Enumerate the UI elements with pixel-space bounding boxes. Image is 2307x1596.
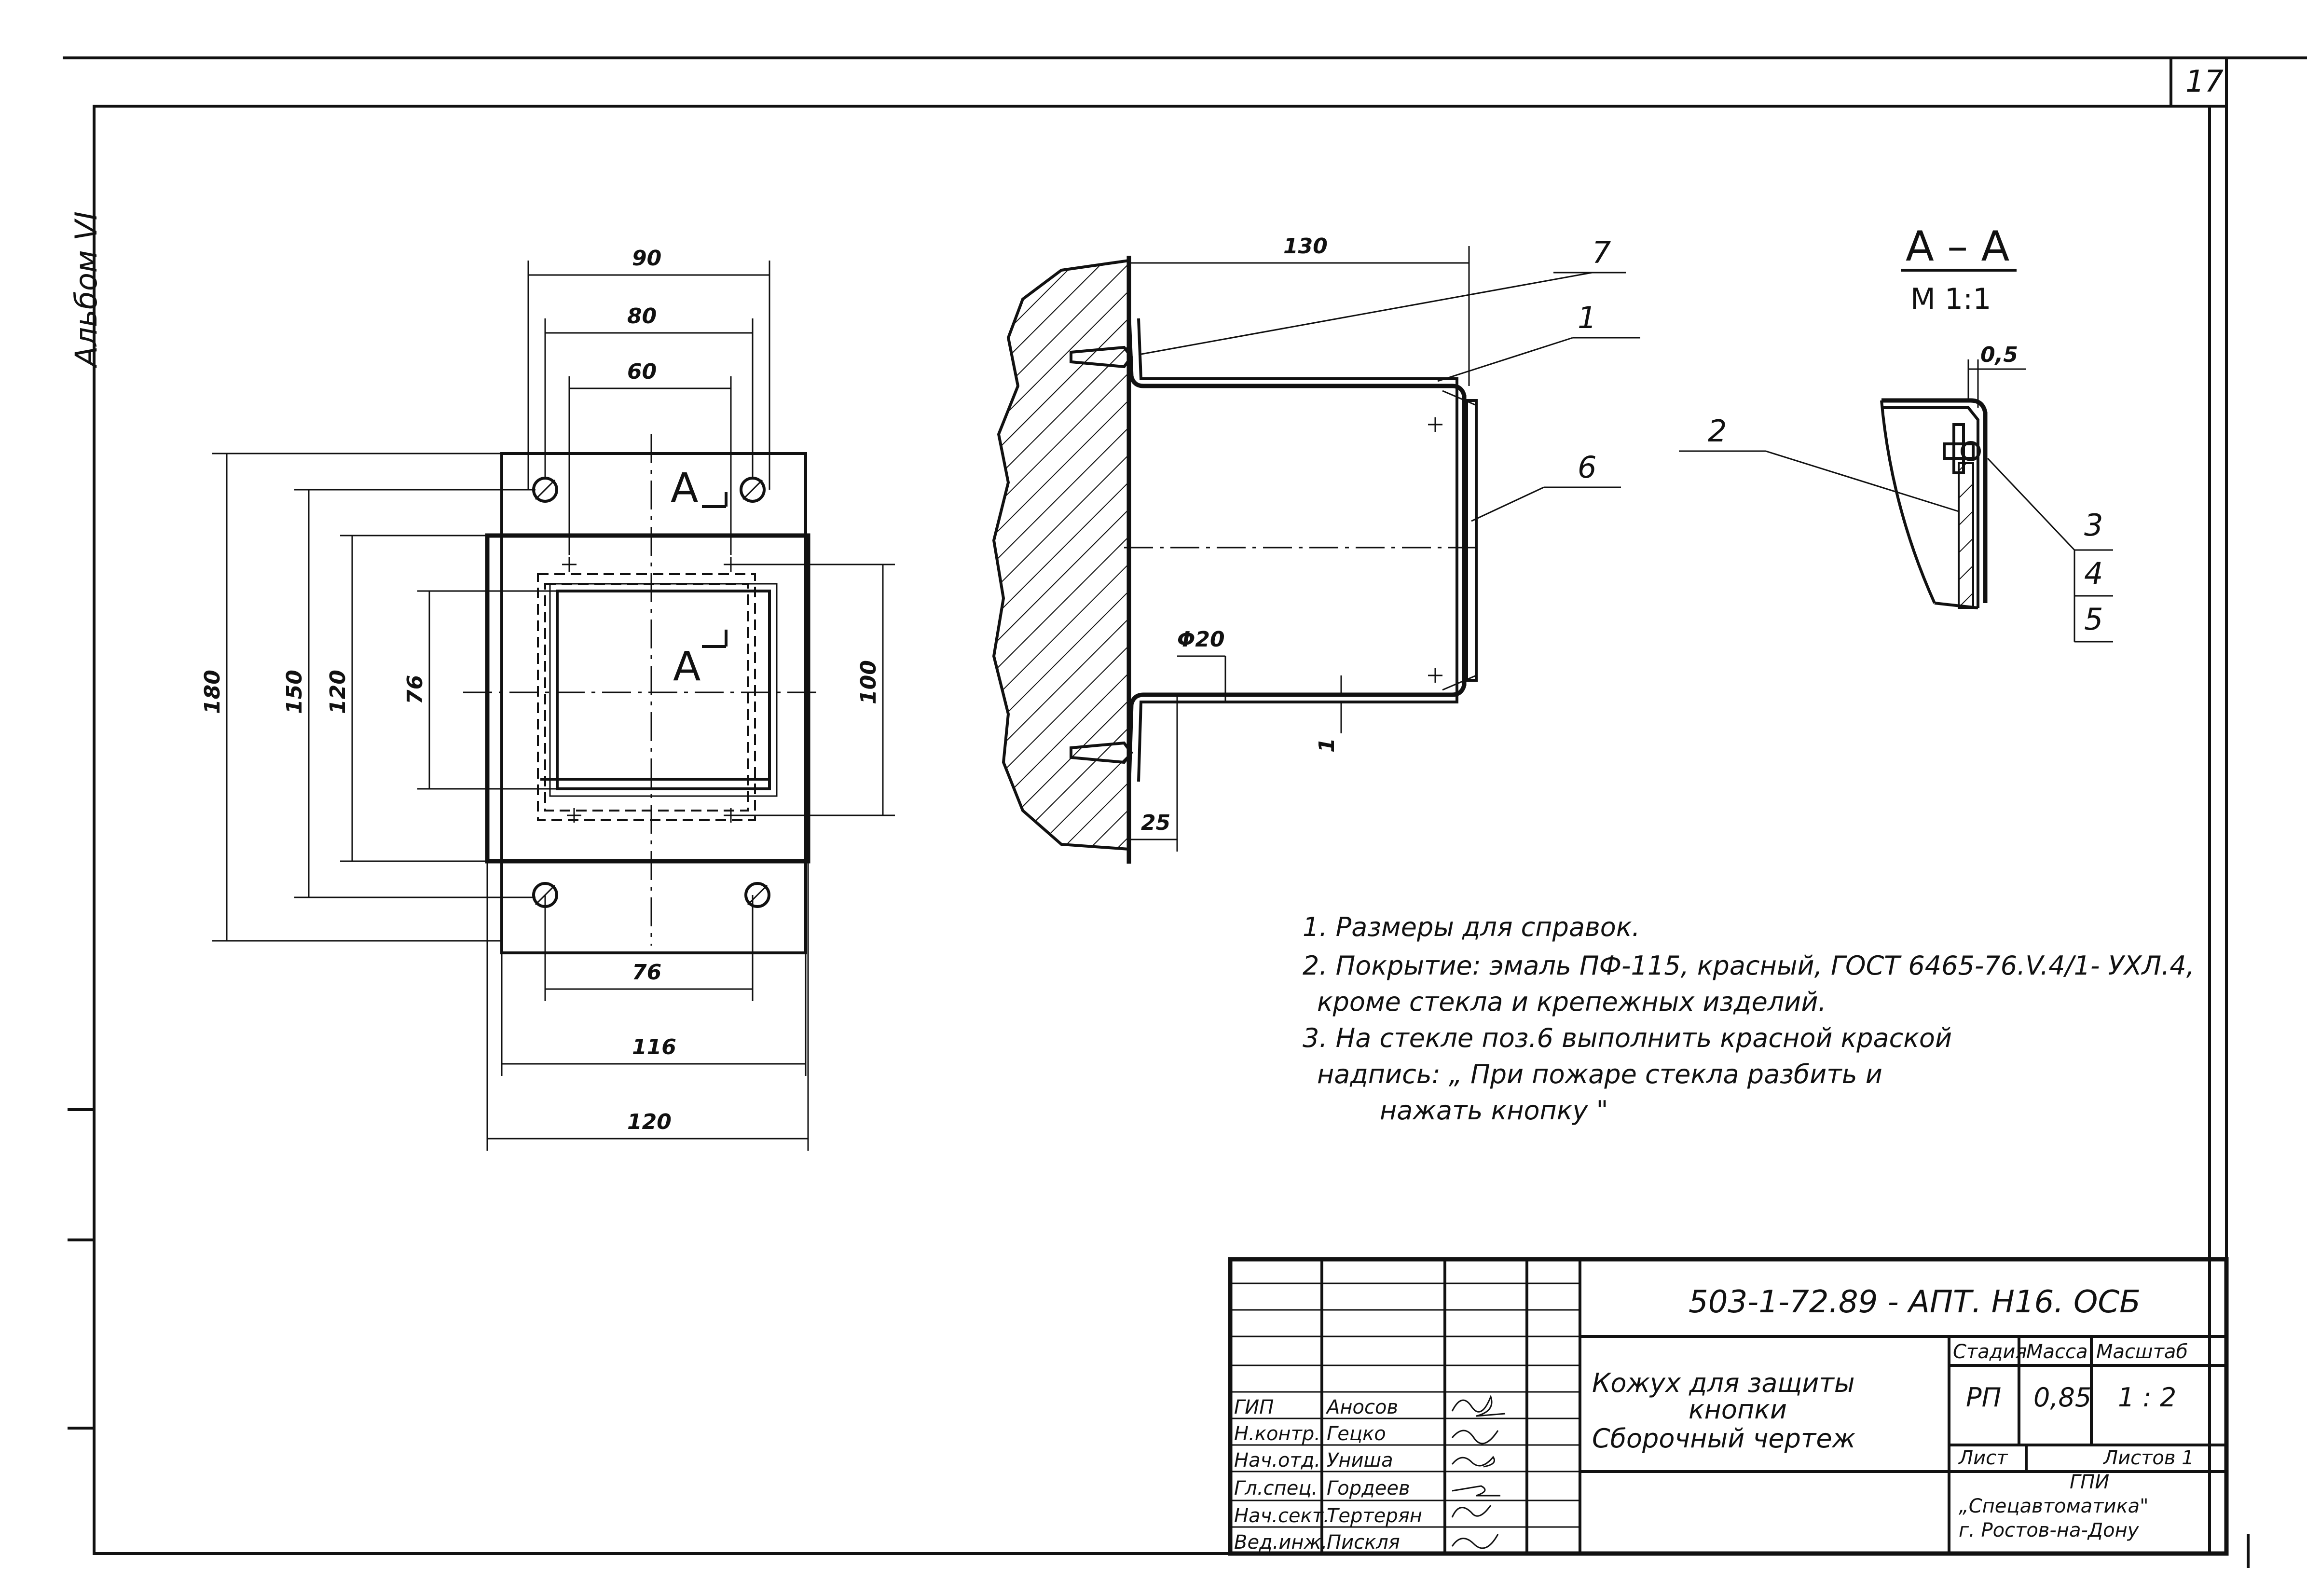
notes-block: 1. Размеры для справок. 2. Покрытие: эма… [1303, 912, 2195, 1126]
dim-80: 80 [627, 304, 657, 329]
note-line-2: 2. Покрытие: эмаль ПФ-115, красный, ГОСТ… [1303, 950, 2195, 981]
doc-title-line-2: кнопки [1689, 1394, 1787, 1425]
name-6: Пискля [1327, 1531, 1400, 1554]
dim-0-5: 0,5 [1980, 343, 2018, 367]
note-line-6: нажать кнопку " [1380, 1095, 1608, 1126]
section-title: A – A [1906, 222, 2010, 271]
title-block: 503-1-72.89 - АПТ. Н16. ОСБ Кожух для за… [1228, 1257, 2229, 1556]
callout-5: 5 [2084, 602, 2103, 637]
name-2: Гецко [1327, 1423, 1386, 1445]
note-line-5: надпись: „ При пожаре стекла разбить и [1317, 1059, 1882, 1089]
note-line-4: 3. На стекле поз.6 выполнить красной кра… [1303, 1023, 1952, 1053]
doc-title-line-3: Сборочный чертеж [1592, 1423, 1856, 1454]
sheet-frame [63, 56, 2307, 1568]
signature-rows: ГИП Аносов Н.контр. Гецко Нач.отд. Униша… [1234, 1396, 1422, 1554]
dim-150: 150 [282, 670, 307, 714]
name-1: Аносов [1325, 1396, 1398, 1418]
mass-value: 0,85 [2033, 1382, 2091, 1413]
side-view: 130 Φ20 25 1 7 1 6 [992, 234, 1640, 864]
front-view: 90 80 60 180 150 120 76 100 76 116 120 A… [200, 246, 895, 1151]
sheet-label: Лист [1958, 1447, 2008, 1469]
role-1: ГИП [1234, 1396, 1274, 1418]
dim-phi20: Φ20 [1177, 627, 1225, 652]
mass-header: Масса [2026, 1341, 2088, 1363]
callout-6: 6 [1578, 450, 1596, 485]
album-label: Альбом VI [69, 211, 104, 369]
org-line-3: г. Ростов-на-Дону [1959, 1519, 2140, 1541]
sheets-label: Листов 1 [2102, 1447, 2194, 1469]
section-mark-bottom: A [673, 643, 700, 690]
callout-3: 3 [2084, 508, 2103, 543]
scale-value: 1 : 2 [2118, 1382, 2176, 1413]
role-4: Гл.спец. [1234, 1477, 1318, 1500]
dim-1: 1 [1315, 738, 1339, 753]
name-4: Гордеев [1327, 1477, 1410, 1500]
org-line-1: ГПИ [2070, 1471, 2109, 1493]
signature-scribbles [1451, 1394, 1506, 1549]
role-2: Н.контр. [1234, 1423, 1320, 1445]
dim-120-vertical: 120 [326, 670, 350, 714]
dim-100: 100 [856, 660, 881, 704]
role-3: Нач.отд. [1234, 1449, 1320, 1472]
dim-90: 90 [632, 246, 661, 271]
role-6: Вед.инж. [1234, 1531, 1327, 1554]
stage-value: РП [1966, 1382, 2001, 1413]
callout-4: 4 [2084, 556, 2103, 591]
section-scale: M 1:1 [1910, 282, 1991, 316]
dim-60: 60 [627, 359, 657, 384]
note-line-3: кроме стекла и крепежных изделий. [1317, 987, 1826, 1017]
name-3: Униша [1327, 1449, 1393, 1472]
dim-130: 130 [1283, 234, 1328, 259]
name-5: Тертерян [1327, 1505, 1422, 1527]
section-mark-top: A [671, 464, 698, 511]
dim-180: 180 [200, 670, 225, 714]
role-5: Нач.сект. [1234, 1505, 1330, 1527]
note-line-1: 1. Размеры для справок. [1303, 912, 1640, 942]
dim-76-horizontal: 76 [632, 960, 661, 985]
scale-header: Масштаб [2096, 1341, 2188, 1363]
wall-section [992, 259, 1130, 851]
stage-header: Стадия [1953, 1341, 2027, 1363]
callout-7: 7 [1592, 235, 1611, 270]
dim-120-horizontal: 120 [627, 1110, 672, 1134]
callout-2: 2 [1708, 413, 1727, 449]
callout-1: 1 [1578, 300, 1596, 335]
page-number: 17 [2185, 64, 2224, 99]
doc-title-line-1: Кожух для защиты [1592, 1368, 1854, 1398]
org-line-2: „Спецавтоматика" [1959, 1495, 2149, 1517]
dim-25: 25 [1141, 811, 1170, 835]
dim-76-vertical: 76 [403, 675, 427, 704]
section-view: A – A M 1:1 0,5 2 3 4 5 [1679, 222, 2113, 643]
dim-116: 116 [632, 1035, 676, 1059]
doc-code: 503-1-72.89 - АПТ. Н16. ОСБ [1689, 1284, 2141, 1320]
